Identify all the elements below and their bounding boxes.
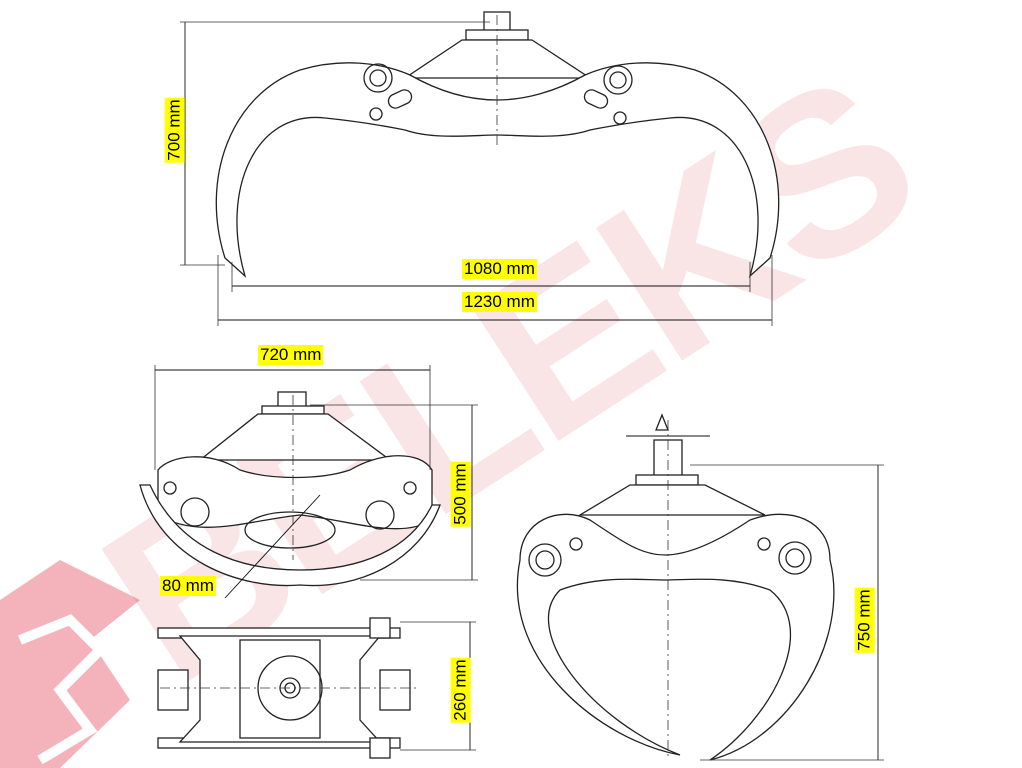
dim-label-1230: 1230 mm xyxy=(462,292,537,312)
plan-view xyxy=(157,617,476,759)
dim-label-750: 750 mm xyxy=(854,587,875,653)
dim-label-700: 700 mm xyxy=(164,97,185,163)
dimension-lines-top xyxy=(180,21,773,326)
dim-label-720: 720 mm xyxy=(258,345,324,365)
dim-label-1080: 1080 mm xyxy=(462,259,537,279)
side-view xyxy=(516,413,884,761)
closed-grapple-view xyxy=(139,365,478,599)
logo-icon xyxy=(0,560,140,768)
open-grapple-view xyxy=(215,11,780,279)
dim-label-80: 80 mm xyxy=(160,576,216,596)
dim-label-260: 260 mm xyxy=(450,657,471,723)
dim-label-500: 500 mm xyxy=(450,461,471,527)
